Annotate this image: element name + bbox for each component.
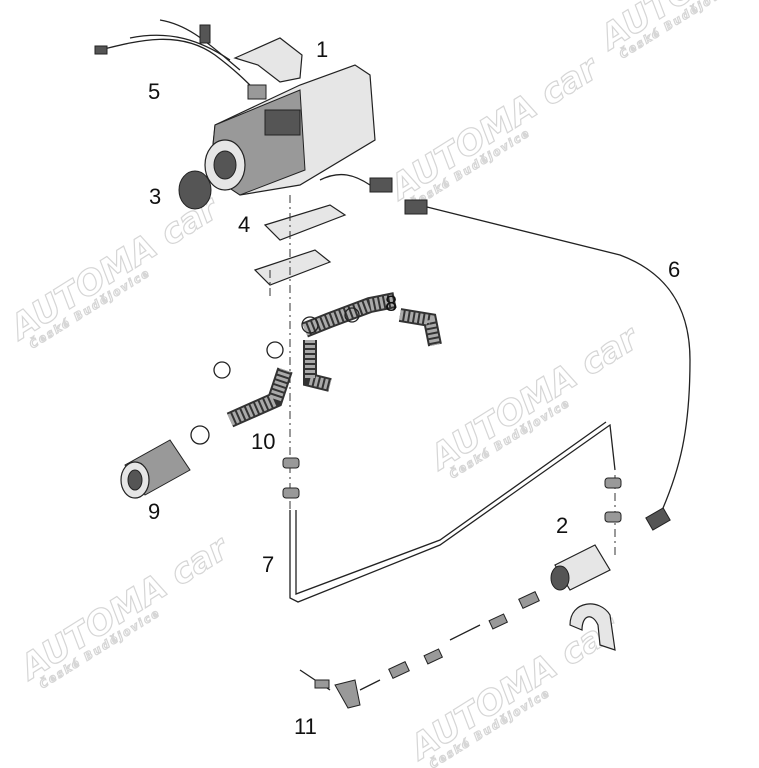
- exhaust-hoses: [301, 292, 442, 392]
- pump-bracket: [569, 603, 616, 651]
- label-part-11: 11: [294, 714, 317, 739]
- label-part-1: 1: [316, 37, 328, 62]
- fuel-line: [289, 423, 616, 603]
- intake-hose: [190, 341, 293, 445]
- fuel-pump: [550, 544, 611, 591]
- svg-text:AUTOMA carČeské Budějovice: AUTOMA carČeské Budějovice: [381, 47, 611, 216]
- label-part-6: 6: [668, 257, 680, 282]
- svg-text:AUTOMA carČeské Budějovice: AUTOMA carČeské Budějovice: [421, 317, 651, 486]
- label-part-9: 9: [148, 499, 160, 524]
- watermark: AUTOMA carČeské Budějovice: [380, 47, 611, 216]
- gasket: [263, 204, 347, 241]
- label-part-10: 10: [251, 429, 275, 454]
- wiring-harness: [94, 19, 267, 100]
- fuel-fittings: [388, 591, 540, 679]
- label-part-4: 4: [238, 212, 250, 237]
- fuel-tap: [299, 669, 381, 709]
- svg-text:AUTOMA carČeské Budějovice: AUTOMA carČeské Budějovice: [1, 187, 231, 356]
- heater-unit: [204, 64, 376, 196]
- label-part-7: 7: [262, 552, 274, 577]
- watermark: AUTOMA carČeské Budějovice: [0, 187, 231, 356]
- label-part-2: 2: [556, 513, 568, 538]
- intake-grille: [178, 170, 212, 210]
- label-part-8: 8: [385, 291, 397, 316]
- label-part-5: 5: [148, 79, 160, 104]
- label-part-3: 3: [149, 184, 161, 209]
- svg-text:AUTOMA carČeské Budějovice: AUTOMA carČeské Budějovice: [591, 0, 759, 66]
- svg-text:AUTOMA carČeské Budějovice: AUTOMA carČeské Budějovice: [11, 527, 241, 696]
- cable: [426, 206, 691, 516]
- svg-text:AUTOMA carČeské Budějovice: AUTOMA carČeské Budějovice: [401, 607, 631, 768]
- watermark: AUTOMA carČeské Budějovice: [10, 527, 241, 696]
- watermark: AUTOMA carČeské Budějovice: [400, 607, 631, 768]
- watermark: AUTOMA carČeské Budějovice: [590, 0, 759, 66]
- intake-silencer: [120, 439, 191, 499]
- mounting-plate: [253, 249, 332, 286]
- watermark: AUTOMA carČeské Budějovice: [420, 317, 651, 486]
- cover-part: [233, 37, 303, 83]
